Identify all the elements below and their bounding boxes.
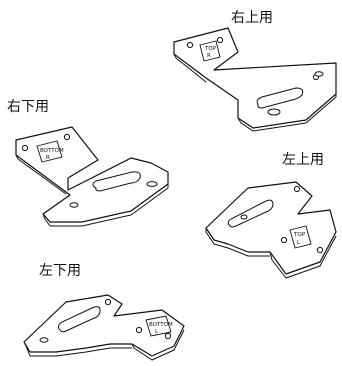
label-lower-left: 左下用 <box>39 263 81 279</box>
stamp-lower-right-line2: R <box>46 155 50 161</box>
stamp-lower-right-line1: BOTTOM <box>40 148 64 154</box>
bracket-lower-left: BOTTOM L <box>23 294 185 361</box>
stamp-lower-right <box>36 140 63 163</box>
stamp-lower-left-line1: BOTTOM <box>149 322 173 328</box>
stamp-upper-left-line1: TOP <box>293 232 306 238</box>
stamp-upper-right-line2: R <box>207 53 211 59</box>
stamp-upper-right <box>199 40 221 62</box>
bracket-upper-left: TOP L <box>205 181 337 279</box>
stamp-upper-left <box>289 225 312 249</box>
bracket-lower-right: BOTTOM R <box>15 126 169 227</box>
bracket-upper-right: TOP R <box>173 27 337 132</box>
label-lower-right: 右下用 <box>7 99 49 115</box>
stamp-upper-right-line1: TOP <box>204 46 217 52</box>
label-upper-left: 左上用 <box>282 152 324 168</box>
stamp-lower-left-line2: L <box>155 329 159 335</box>
label-upper-right: 右上用 <box>231 10 273 26</box>
stamp-lower-left <box>145 315 172 337</box>
stamp-upper-left-line2: L <box>297 240 301 246</box>
